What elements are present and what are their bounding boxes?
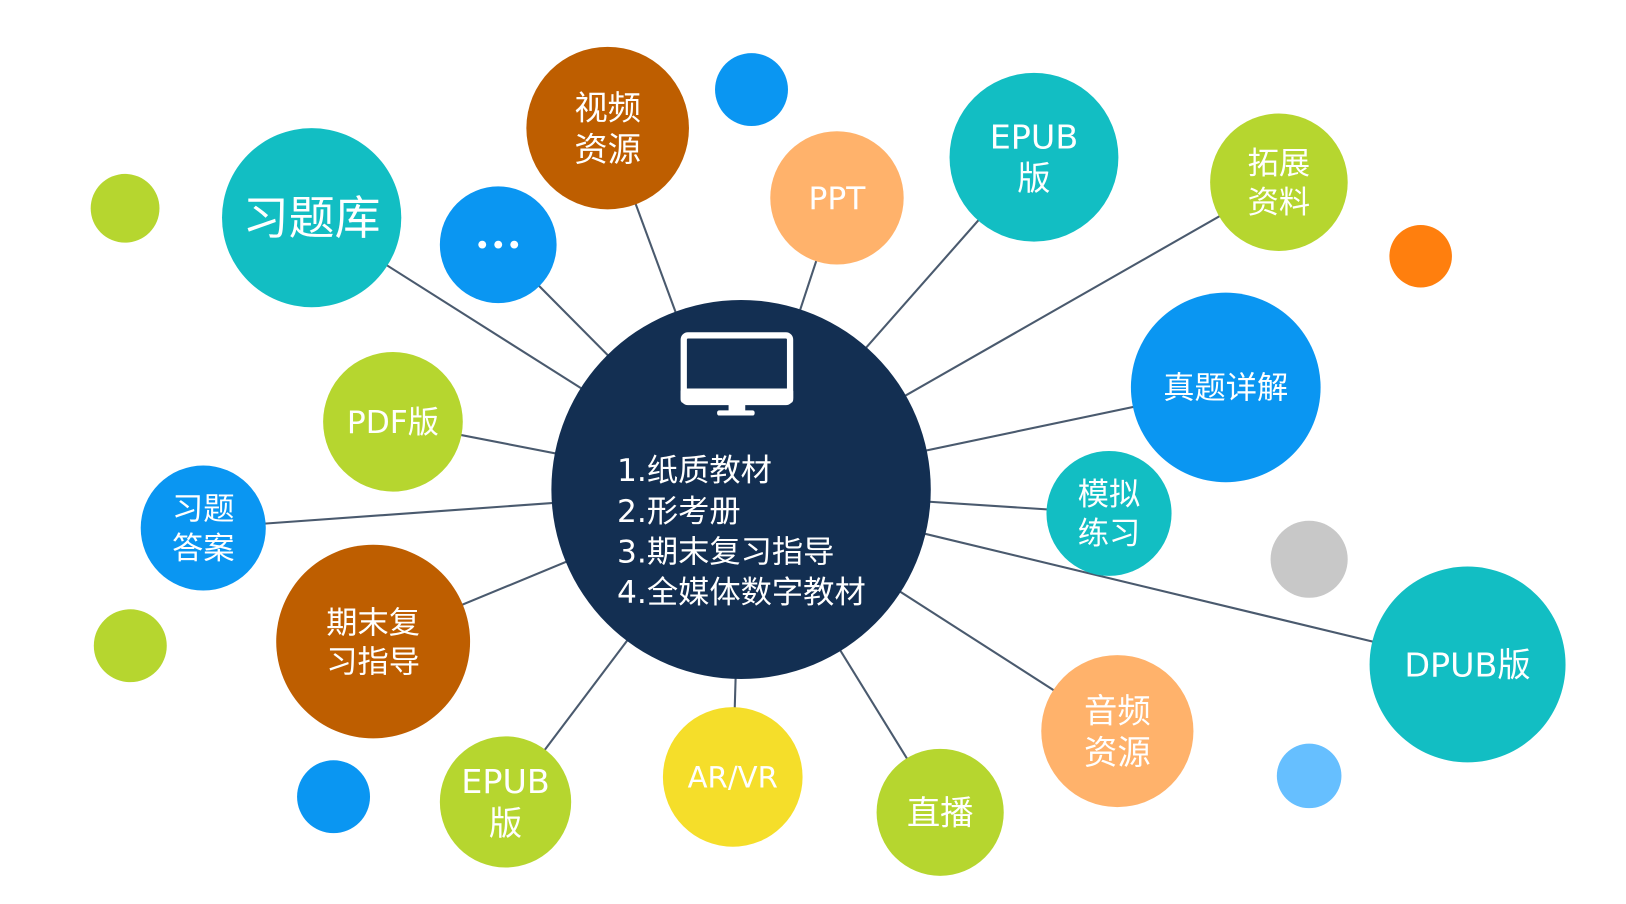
node-label: 答案 — [172, 531, 235, 567]
node-circle — [1130, 292, 1321, 483]
node-label: 版 — [1017, 159, 1050, 198]
center-line-1: 1.纸质教材 — [617, 453, 772, 489]
node-live[interactable]: 直播 — [876, 748, 1004, 876]
node-label: 习题 — [172, 492, 235, 528]
monitor-icon — [680, 332, 794, 416]
node-arvr[interactable]: AR/VR — [662, 707, 803, 847]
decorative-dot — [93, 609, 167, 683]
node-circle — [949, 72, 1119, 242]
node-label: 真题详解 — [1163, 371, 1288, 407]
center-line-3: 3.期末复习指导 — [617, 534, 834, 570]
node-circle — [276, 544, 471, 739]
decorative-dot — [90, 173, 160, 243]
node-label: 资料 — [1248, 185, 1311, 221]
node-circle — [1369, 566, 1566, 763]
node-tiku[interactable]: 习题库 — [222, 128, 402, 308]
node-label: 模拟 — [1078, 477, 1141, 513]
node-zhenti[interactable]: 真题详解 — [1130, 292, 1321, 483]
resource-nodes: 习题库视频资源•••PPTEPUB版拓展资料真题详解PDF版习题答案模拟练习期末… — [140, 46, 1566, 876]
decorative-dot — [1389, 224, 1452, 288]
node-circle — [439, 186, 557, 304]
decorative-dot — [1276, 743, 1342, 809]
center-line-2: 2.形考册 — [617, 494, 741, 530]
node-label: EPUB — [990, 117, 1078, 156]
node-label: 音频 — [1084, 691, 1151, 730]
node-circle — [662, 707, 803, 847]
decorative-dot — [715, 53, 788, 127]
node-circle — [323, 352, 463, 492]
node-label: DPUB版 — [1404, 645, 1530, 684]
node-label: 习指导 — [326, 644, 420, 680]
node-circle — [876, 748, 1004, 876]
node-more[interactable]: ••• — [439, 186, 557, 304]
decorative-dot — [1270, 520, 1348, 598]
node-dpub[interactable]: DPUB版 — [1369, 566, 1566, 763]
node-circle — [1041, 655, 1194, 808]
node-label: 资源 — [574, 130, 641, 169]
node-label: 拓展 — [1248, 146, 1311, 182]
node-circle — [526, 46, 689, 210]
node-label: EPUB — [461, 762, 549, 801]
node-label: 练习 — [1078, 516, 1141, 552]
node-label: 期末复 — [326, 605, 420, 641]
node-circle — [1046, 450, 1172, 576]
node-circle — [1210, 113, 1348, 251]
node-circle — [140, 465, 266, 591]
node-label: ••• — [474, 231, 522, 262]
node-label: 视频 — [574, 88, 641, 127]
decorative-dots — [90, 53, 1452, 834]
node-pdf[interactable]: PDF版 — [323, 352, 463, 492]
node-circle — [222, 128, 402, 308]
node-label: 习题库 — [243, 191, 381, 245]
center-circle — [551, 299, 931, 680]
node-label: PPT — [809, 181, 867, 217]
node-label: AR/VR — [688, 760, 778, 794]
node-label: 版 — [489, 804, 522, 843]
node-label: PDF版 — [347, 405, 439, 441]
node-ppt[interactable]: PPT — [770, 131, 904, 265]
center-line-4: 4.全媒体数字教材 — [617, 575, 866, 611]
decorative-dot — [297, 760, 371, 834]
node-circle — [439, 736, 572, 868]
center-node: 1.纸质教材 2.形考册 3.期末复习指导 4.全媒体数字教材 — [551, 299, 931, 680]
node-label: 资源 — [1084, 733, 1151, 772]
node-circle — [770, 131, 904, 265]
node-review[interactable]: 期末复习指导 — [276, 544, 471, 739]
node-label: 直播 — [907, 793, 974, 832]
